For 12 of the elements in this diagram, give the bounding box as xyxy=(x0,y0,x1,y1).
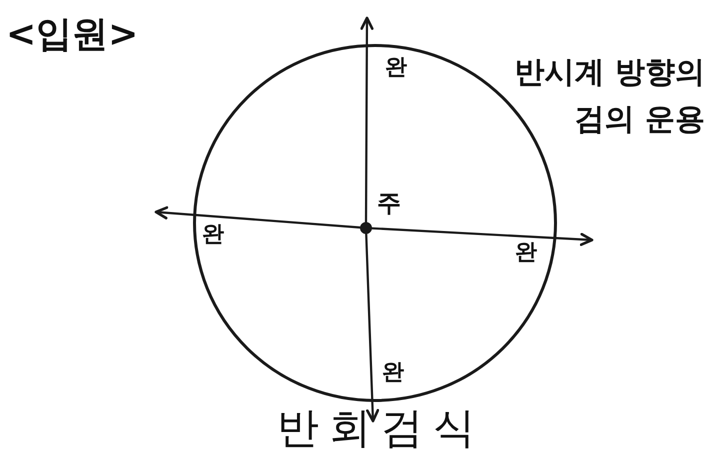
arrow xyxy=(360,16,374,224)
edge-label: 완 xyxy=(381,360,405,386)
arrow xyxy=(370,227,594,246)
point-label: 주 xyxy=(377,190,401,218)
title: <입원> xyxy=(6,14,138,56)
edge-label: 완 xyxy=(514,240,538,266)
note-text: 반시계 방향의 검의 운용 xyxy=(514,54,705,138)
arrow xyxy=(365,232,380,422)
edge-label: 완 xyxy=(384,55,408,80)
caption: 반회검식 xyxy=(276,404,486,452)
arrow xyxy=(154,206,362,229)
edge-label: 완 xyxy=(201,222,225,248)
